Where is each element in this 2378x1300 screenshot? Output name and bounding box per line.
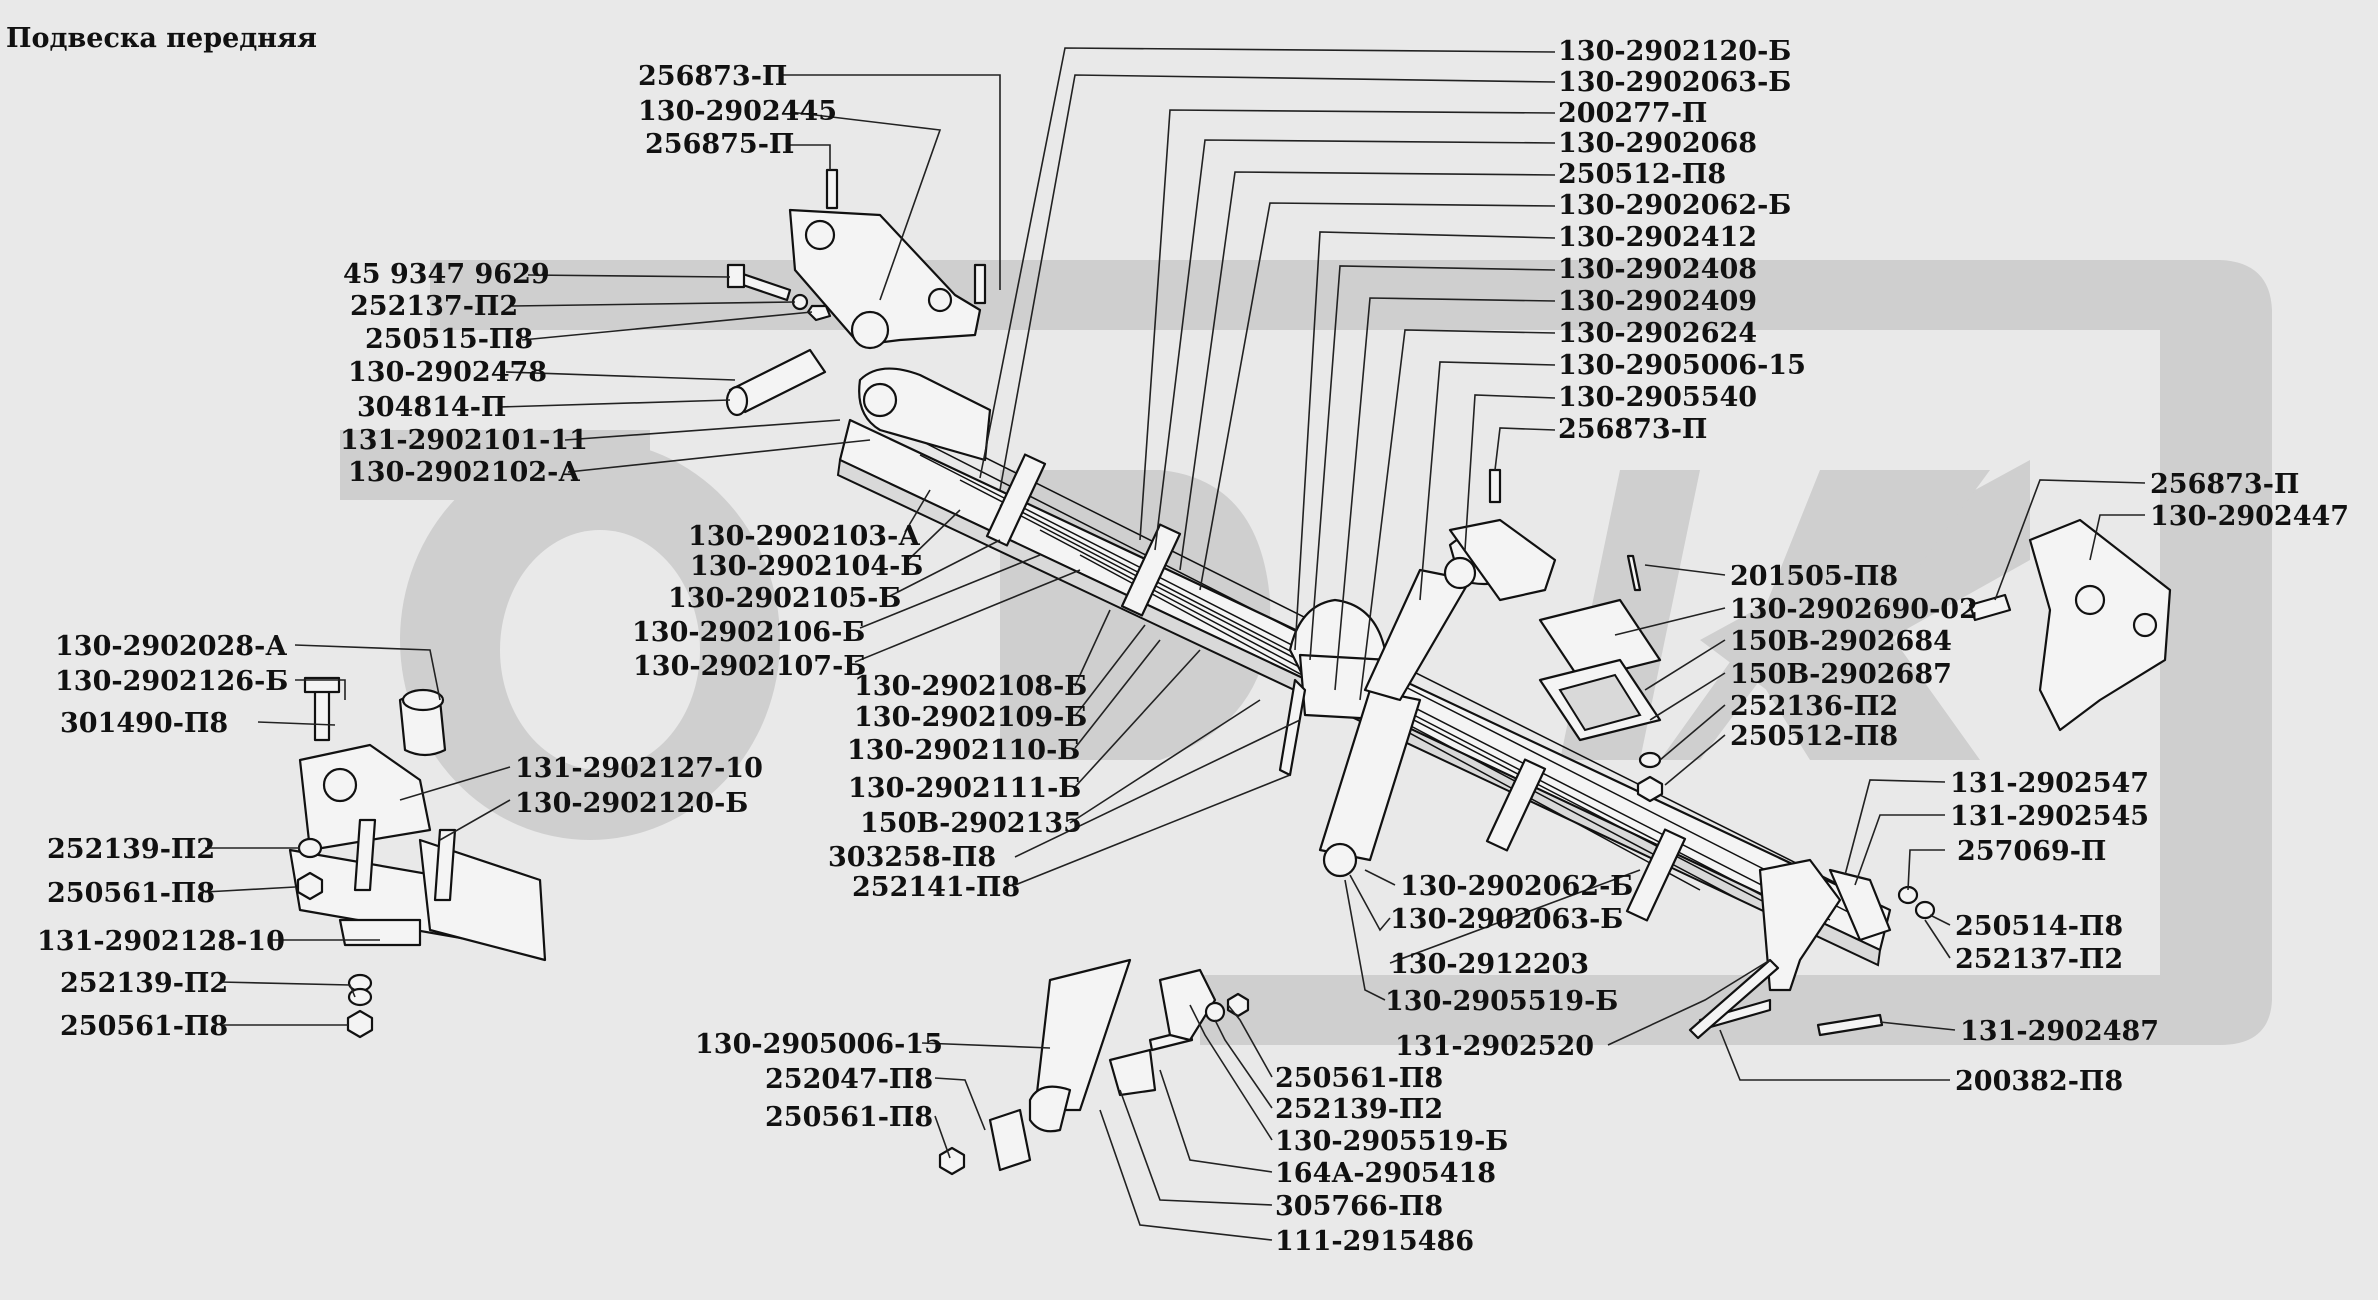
label-130-2902063-b-2: 130-2902063-Б (1390, 904, 1623, 935)
label-131-2902128-10: 131-2902128-10 (37, 926, 285, 957)
label-130-2912203: 130-2912203 (1390, 949, 1589, 980)
shock-lower-parts (938, 958, 1250, 1176)
label-130-2902408: 130-2902408 (1558, 254, 1757, 285)
label-200382-p8: 200382-П8 (1955, 1066, 2123, 1097)
shock-upper-bracket (1448, 468, 1642, 602)
label-250561-p8-lower2: 250561-П8 (1275, 1063, 1443, 1094)
label-250561-p8-lower: 250561-П8 (765, 1102, 933, 1133)
label-164a-2905418: 164А-2905418 (1275, 1158, 1496, 1189)
label-130-2902107-b: 130-2902107-Б (633, 651, 866, 682)
label-304814-p: 304814-П (357, 392, 506, 423)
label-250512-p8-right: 250512-П8 (1730, 721, 1898, 752)
label-301490-p8: 301490-П8 (60, 708, 228, 739)
label-252139-p2-2: 252139-П2 (60, 968, 228, 999)
label-130-2902120-b: 130-2902120-Б (1558, 36, 1791, 67)
label-130-2902062-b-2: 130-2902062-Б (1400, 871, 1633, 902)
label-305766-p8: 305766-П8 (1275, 1191, 1443, 1222)
label-130-2902447: 130-2902447 (2150, 501, 2349, 532)
label-150v-2902687: 150В-2902687 (1730, 659, 1952, 690)
label-131-2902547: 131-2902547 (1950, 768, 2149, 799)
bolt-45 (726, 263, 832, 322)
label-130-2905519-b-lower: 130-2905519-Б (1275, 1126, 1508, 1157)
label-130-2902690-02: 130-2902690-02 (1730, 594, 1978, 625)
label-252047-p8: 252047-П8 (765, 1064, 933, 1095)
label-252137-p2-right: 252137-П2 (1955, 944, 2123, 975)
label-200277-p: 200277-П (1558, 98, 1707, 129)
label-250515-p8: 250515-П8 (365, 324, 533, 355)
label-256873-p-right: 256873-П (2150, 469, 2299, 500)
label-130-2905540: 130-2905540 (1558, 382, 1757, 413)
label-130-2902445: 130-2902445 (638, 96, 837, 127)
label-250512-p8: 250512-П8 (1558, 159, 1726, 190)
label-201505-p8: 201505-П8 (1730, 561, 1898, 592)
label-150v-2902135: 150В-2902135 (860, 808, 1082, 839)
label-131-2902545: 131-2902545 (1950, 801, 2149, 832)
label-130-2902126-b: 130-2902126-Б (55, 666, 288, 697)
label-252136-p2: 252136-П2 (1730, 691, 1898, 722)
label-250561-p8-2: 250561-П8 (60, 1011, 228, 1042)
label-150v-2902684: 150В-2902684 (1730, 626, 1952, 657)
label-130-2902028-a: 130-2902028-А (55, 631, 287, 662)
page-title: Подвеска передняя (6, 23, 317, 54)
spring-pin (725, 348, 827, 417)
label-130-2902109-b: 130-2902109-Б (854, 702, 1087, 733)
label-130-2902068: 130-2902068 (1558, 128, 1757, 159)
label-130-2905006-15-lower: 130-2905006-15 (695, 1029, 943, 1060)
label-130-2902624: 130-2902624 (1558, 318, 1757, 349)
rear-spring-shackle (288, 676, 547, 962)
label-130-2902412: 130-2902412 (1558, 222, 1757, 253)
front-spring-eye (858, 367, 992, 462)
label-252141-p8: 252141-П8 (852, 872, 1020, 903)
label-130-2905519-b: 130-2905519-Б (1385, 986, 1618, 1017)
label-131-2902487: 131-2902487 (1960, 1016, 2159, 1047)
label-250514-p8: 250514-П8 (1955, 911, 2123, 942)
label-130-2902409: 130-2902409 (1558, 286, 1757, 317)
label-131-2902101-11: 131-2902101-11 (340, 425, 588, 456)
axle-pads (1538, 598, 1664, 803)
label-45-9347-9629: 45 9347 9629 (343, 259, 550, 290)
label-256875-p: 256875-П (645, 129, 794, 160)
rear-bracket-right (1968, 518, 2172, 732)
label-256873-p-top: 256873-П (638, 61, 787, 92)
label-252139-p2: 252139-П2 (47, 834, 215, 865)
label-130-2902105-b: 130-2902105-Б (668, 583, 901, 614)
label-111-2915486: 111-2915486 (1275, 1226, 1474, 1257)
label-252139-p2-lower: 252139-П2 (1275, 1094, 1443, 1125)
label-252137-p2: 252137-П2 (350, 291, 518, 322)
part-labels: 130-2902120-Б 130-2902063-Б 200277-П 130… (37, 36, 2349, 1257)
label-131-2902520: 131-2902520 (1395, 1031, 1594, 1062)
label-130-2902103-a: 130-2902103-А (688, 521, 920, 552)
label-303258-p8: 303258-П8 (828, 842, 996, 873)
label-130-2902111-b: 130-2902111-Б (848, 773, 1081, 804)
rear-spring-end (1688, 858, 1936, 1040)
label-131-2902127-10: 131-2902127-10 (515, 753, 763, 784)
label-130-2902062-b: 130-2902062-Б (1558, 190, 1791, 221)
label-130-2902106-b: 130-2902106-Б (632, 617, 865, 648)
label-257069-p: 257069-П (1957, 836, 2106, 867)
label-130-2902102-a: 130-2902102-А (348, 457, 580, 488)
label-130-2902063-b: 130-2902063-Б (1558, 67, 1791, 98)
label-250561-p8: 250561-П8 (47, 878, 215, 909)
label-256873-p: 256873-П (1558, 414, 1707, 445)
label-130-2902110-b: 130-2902110-Б (847, 735, 1080, 766)
label-130-2905006-15: 130-2905006-15 (1558, 350, 1806, 381)
leader-lines (204, 47, 2146, 1241)
label-130-2902478: 130-2902478 (348, 357, 547, 388)
label-130-2902108-b: 130-2902108-Б (854, 671, 1087, 702)
spring-clamps (985, 453, 1687, 922)
label-130-2902104-b: 130-2902104-Б (690, 551, 923, 582)
label-130-2902120-b-left: 130-2902120-Б (515, 788, 748, 819)
front-spring-bracket (788, 168, 987, 350)
